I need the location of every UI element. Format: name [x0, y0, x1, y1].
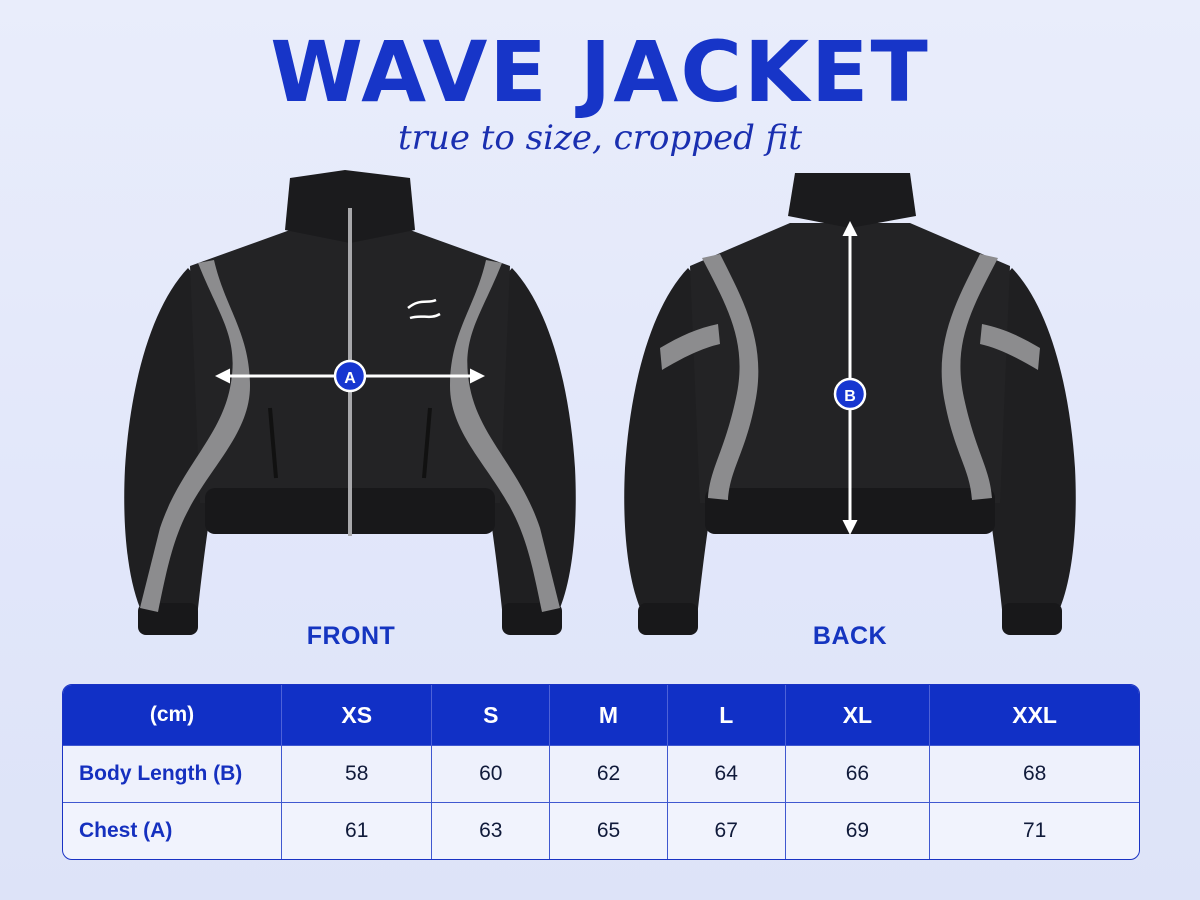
- unit-header: (cm): [63, 685, 282, 745]
- marker-a-badge: [333, 359, 367, 393]
- jacket-front-image: A: [110, 168, 590, 635]
- table-row: Body Length (B) 58 60 62 64 66 68: [63, 745, 1139, 802]
- table-cell: 71: [930, 802, 1139, 859]
- right-cuff: [502, 603, 562, 635]
- row-label: Body Length (B): [63, 745, 282, 802]
- marker-b-badge: [833, 377, 867, 411]
- table-cell: 64: [667, 745, 786, 802]
- size-header-row: (cm) XS S M L XL XXL: [63, 685, 1139, 745]
- table-row: Chest (A) 61 63 65 67 69 71: [63, 802, 1139, 859]
- jacket-collar: [285, 170, 415, 243]
- back-right-cuff: [1002, 603, 1062, 635]
- size-header: M: [550, 685, 668, 745]
- size-header: XS: [282, 685, 433, 745]
- marker-a-text: A: [344, 370, 356, 387]
- back-view-label: BACK: [812, 622, 888, 650]
- left-pocket: [268, 407, 278, 479]
- jacket-back-image: B: [610, 168, 1090, 635]
- table-cell: 61: [282, 802, 433, 859]
- right-wave-panel: [450, 260, 560, 612]
- left-cuff: [138, 603, 198, 635]
- size-header: L: [667, 685, 786, 745]
- product-title: WAVE JACKET: [270, 23, 930, 121]
- marker-b-text: B: [844, 388, 856, 405]
- size-header: XL: [785, 685, 931, 745]
- table-cell: 60: [432, 745, 551, 802]
- back-right-sleeve-stripe: [980, 324, 1040, 370]
- back-left-cuff: [638, 603, 698, 635]
- back-collar: [788, 173, 916, 228]
- size-header: S: [432, 685, 551, 745]
- jacket-back-illustration: B: [624, 173, 1076, 635]
- table-cell: 63: [432, 802, 551, 859]
- right-pocket: [422, 407, 432, 479]
- table-cell: 62: [550, 745, 668, 802]
- table-cell: 67: [667, 802, 786, 859]
- table-cell: 58: [282, 745, 433, 802]
- size-chart-table: (cm) XS S M L XL XXL Body Length (B) 58 …: [62, 684, 1140, 860]
- left-wave-panel: [140, 260, 250, 612]
- size-header: XXL: [930, 685, 1139, 745]
- fit-subtitle: true to size, cropped fit: [398, 118, 802, 158]
- table-cell: 68: [930, 745, 1139, 802]
- table-cell: 66: [785, 745, 931, 802]
- table-cell: 65: [550, 802, 668, 859]
- back-left-wave-panel: [702, 254, 759, 500]
- table-cell: 69: [785, 802, 931, 859]
- row-label: Chest (A): [63, 802, 282, 859]
- back-right-wave-panel: [941, 254, 998, 500]
- back-left-sleeve-stripe: [660, 324, 720, 370]
- front-view-label: FRONT: [306, 622, 396, 650]
- jacket-front-illustration: A: [124, 170, 576, 635]
- chest-logo: [407, 298, 441, 320]
